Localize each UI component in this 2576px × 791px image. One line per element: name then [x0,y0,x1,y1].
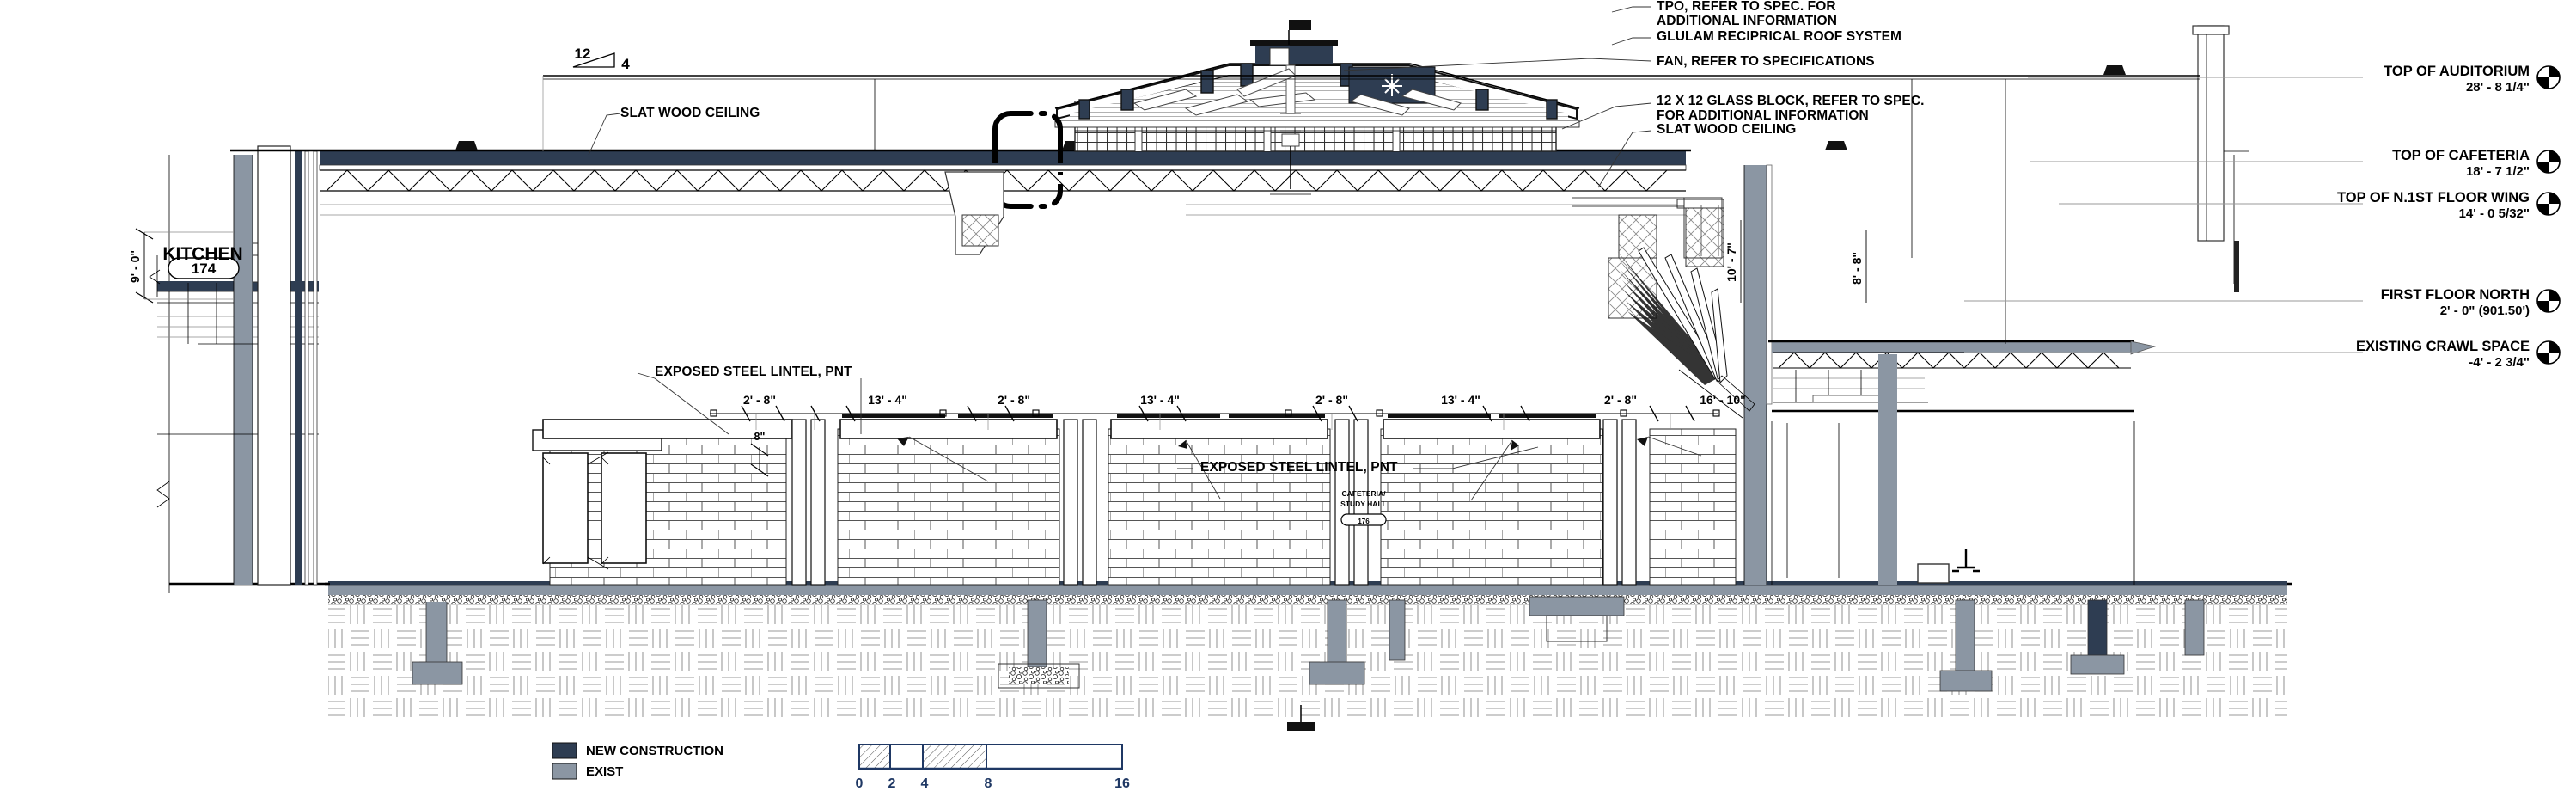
annotation-text: ADDITIONAL INFORMATION [1657,14,1837,28]
right-wall-and-wing [1676,164,2157,585]
annotation-text: SLAT WOOD CEILING [1657,122,1796,137]
level-tag-top-auditorium: TOP OF AUDITORIUM 28' - 8 1/4" [2384,64,2530,95]
dimension-label: 8' - 8" [1850,252,1864,285]
annotation-slat-wood-right: SLAT WOOD CEILING [1657,122,1796,137]
annotation-text: TPO, REFER TO SPEC. FOR [1657,0,1836,14]
annotation-glass-block: 12 X 12 GLASS BLOCK, REFER TO SPEC. FOR … [1657,94,1925,123]
annotation-text: EXPOSED STEEL LINTEL, PNT [655,365,852,379]
annotation-lintel-mid: EXPOSED STEEL LINTEL, PNT [1200,460,1398,475]
room-name: KITCHEN [162,244,242,264]
level-name: TOP OF AUDITORIUM [2384,64,2530,79]
level-tag-top-n1st-wing: TOP OF N.1ST FLOOR WING 14' - 0 5/32" [2337,190,2530,221]
level-tag-existing-crawl: EXISTING CRAWL SPACE -4' - 2 3/4" [2356,339,2530,370]
level-tag-top-cafeteria: TOP OF CAFETERIA 18' - 7 1/2" [2392,148,2530,179]
earth-fill [328,602,2287,720]
dimension-label: 2' - 8" [998,393,1030,407]
dimension-label: 13' - 4" [868,393,907,407]
annotation-fan: FAN, REFER TO SPECIFICATIONS [1657,54,1875,69]
cafeteria-roof-structure [230,141,1847,216]
section-break-marks [1287,705,1315,731]
annotation-lintel-left: EXPOSED STEEL LINTEL, PNT [655,365,852,379]
room-name: STUDY HALL [1340,500,1387,508]
legend-label-new-construction: NEW CONSTRUCTION [586,744,723,758]
slat-wood-ceiling-fan [1617,247,1755,419]
dimension-label: 10' - 7" [1724,242,1738,282]
existing-chimney [2192,25,2249,292]
slope-run: 12 [575,46,591,62]
annotation-glulam: GLULAM RECIPRICAL ROOF SYSTEM [1657,29,1901,44]
annotation-slat-wood-left: SLAT WOOD CEILING [620,106,760,120]
foundation-footings [411,596,2205,692]
annotation-tpo: TPO, REFER TO SPEC. FOR ADDITIONAL INFOR… [1657,0,1837,28]
kitchen-wing [156,155,330,593]
upper-existing-roof [542,65,2200,344]
room-number: 176 [1358,518,1370,525]
room-tag-shapes [168,257,1387,526]
main-left-wall [257,145,318,586]
room-number: 174 [192,261,217,277]
dimension-labels-vertical: 9' - 0" 8" 10' - 7" 8' - 8" [128,242,1864,443]
room-tag-cafeteria: CAFETERIA/ STUDY HALL 176 [1340,489,1387,525]
level-target-symbols [2536,65,2561,365]
level-tag-first-floor-north: FIRST FLOOR NORTH 2' - 0" (901.50') [2381,287,2530,318]
scale-tick-label: 2 [888,776,896,791]
scale-tick-label: 8 [985,776,992,791]
annotation-text: FAN, REFER TO SPECIFICATIONS [1657,54,1875,69]
dimension-label: 2' - 8" [1315,393,1348,407]
annotation-text: GLULAM RECIPRICAL ROOF SYSTEM [1657,29,1901,44]
annotation-text: FOR ADDITIONAL INFORMATION [1657,108,1869,123]
cmu-walls [549,428,1737,586]
plumbing-fixture-icon [1952,549,1980,573]
ceiling-fan-icon [1382,74,1402,96]
dimension-label: 16' - 10" [1700,393,1746,407]
glulam-reciprocal-roof [1054,20,1580,195]
dimension-label: 13' - 4" [1140,393,1180,407]
level-name: TOP OF N.1ST FLOOR WING [2337,190,2530,205]
scale-bar-labels: 0 2 4 8 16 [856,776,1130,791]
mechanical-ductwork [944,171,1723,319]
scale-tick-label: 4 [921,776,929,791]
storefront-openings [532,414,1637,586]
dimension-label: 8" [754,431,766,443]
dimension-labels-top: 2' - 8" 13' - 4" 2' - 8" 13' - 4" 2' - 8… [743,393,1746,407]
level-name: FIRST FLOOR NORTH [2381,287,2530,303]
scale-tick-label: 0 [856,776,864,791]
dimension-label: 2' - 8" [1604,393,1637,407]
leader-lines [588,6,1702,501]
level-elevation: 28' - 8 1/4" [2466,80,2530,95]
legend: NEW CONSTRUCTION EXIST [586,744,723,779]
grade-line [328,593,2287,605]
legend-label-exist: EXIST [586,764,623,779]
dimension-kitchen-height [135,228,234,304]
slope-triangle-icon [572,52,615,68]
level-elevation: -4' - 2 3/4" [2469,355,2530,370]
room-name: CAFETERIA/ [1342,489,1387,498]
annotation-text: 12 X 12 GLASS BLOCK, REFER TO SPEC. [1657,94,1925,108]
room-tag-kitchen: KITCHEN 174 [162,244,242,277]
slope-rise: 4 [621,56,630,72]
level-elevation: 2' - 0" (901.50') [2440,304,2530,318]
annotation-text: SLAT WOOD CEILING [620,106,760,120]
legend-swatches [552,742,577,780]
scale-tick-label: 16 [1114,776,1130,791]
dimension-8in [750,443,769,477]
dimension-label: 13' - 4" [1441,393,1480,407]
level-lines [1964,77,2363,353]
dimension-chain-top [710,405,1720,430]
dimension-label: 2' - 8" [743,393,776,407]
level-elevation: 18' - 7 1/2" [2466,164,2530,179]
level-name: EXISTING CRAWL SPACE [2356,339,2530,354]
slope-indicator: 12 4 [575,46,631,72]
annotation-text: EXPOSED STEEL LINTEL, PNT [1200,460,1398,475]
scale-bar-graphic [858,744,1123,770]
level-name: TOP OF CAFETERIA [2392,148,2530,163]
dimension-label: 9' - 0" [128,250,142,283]
level-elevation: 14' - 0 5/32" [2459,206,2530,221]
